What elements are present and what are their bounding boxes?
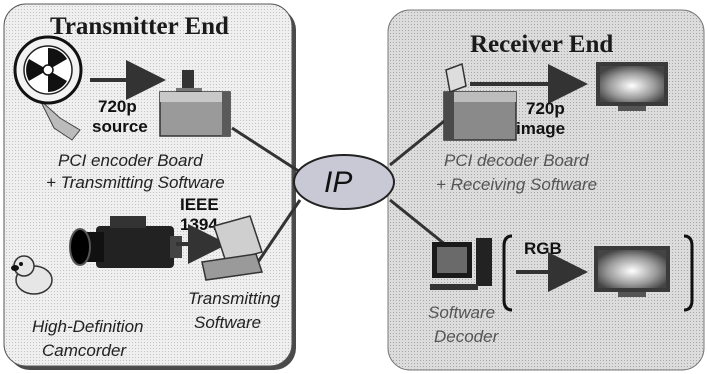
ip-label: IP xyxy=(324,166,352,199)
transmitter-title: Transmitter End xyxy=(50,13,229,40)
encoder-pc-icon xyxy=(159,70,231,137)
camcorder-icon xyxy=(69,216,182,268)
camcorder-label-1: High-Definition xyxy=(32,317,144,336)
image-label-2: image xyxy=(516,119,565,138)
image-label-1: 720p xyxy=(526,99,565,118)
decoder-label-1: PCI decoder Board xyxy=(444,151,589,170)
source-label-2: source xyxy=(92,117,148,136)
encoder-label-2: + Transmitting Software xyxy=(46,173,225,192)
desktop-decoder-icon xyxy=(430,238,492,290)
encoder-label-1: PCI encoder Board xyxy=(58,151,203,170)
ieee-label-2: 1394 xyxy=(180,215,218,234)
sw-decoder-label-1: Software xyxy=(428,303,495,322)
sw-decoder-label-2: Decoder xyxy=(434,327,500,346)
decoder-pc-icon xyxy=(443,62,517,141)
top-monitor-icon xyxy=(596,62,668,111)
ieee-label-1: IEEE xyxy=(180,195,219,214)
bracket xyxy=(502,234,694,312)
tx-software-label-2: Software xyxy=(194,313,261,332)
camcorder-label-2: Camcorder xyxy=(42,341,127,360)
dog-mascot-icon xyxy=(11,255,53,295)
source-label-1: 720p xyxy=(98,97,137,116)
film-reel-icon xyxy=(13,35,83,141)
tx-software-label-1: Transmitting xyxy=(188,289,281,308)
decoder-label-2: + Receiving Software xyxy=(436,175,597,194)
receiver-title: Receiver End xyxy=(470,31,613,58)
laptop-icon xyxy=(201,215,263,281)
ip-cloud xyxy=(293,154,395,210)
rgb-label: RGB xyxy=(524,239,562,258)
bottom-monitor-icon xyxy=(594,246,670,297)
